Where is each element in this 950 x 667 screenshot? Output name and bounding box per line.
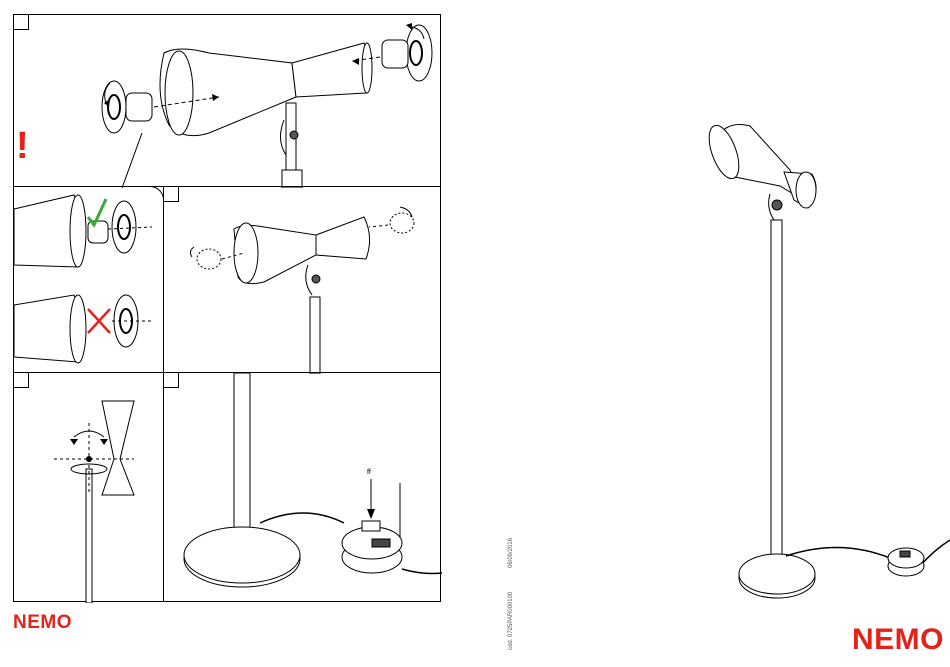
nemo-logo-large: NEMO (852, 623, 944, 657)
